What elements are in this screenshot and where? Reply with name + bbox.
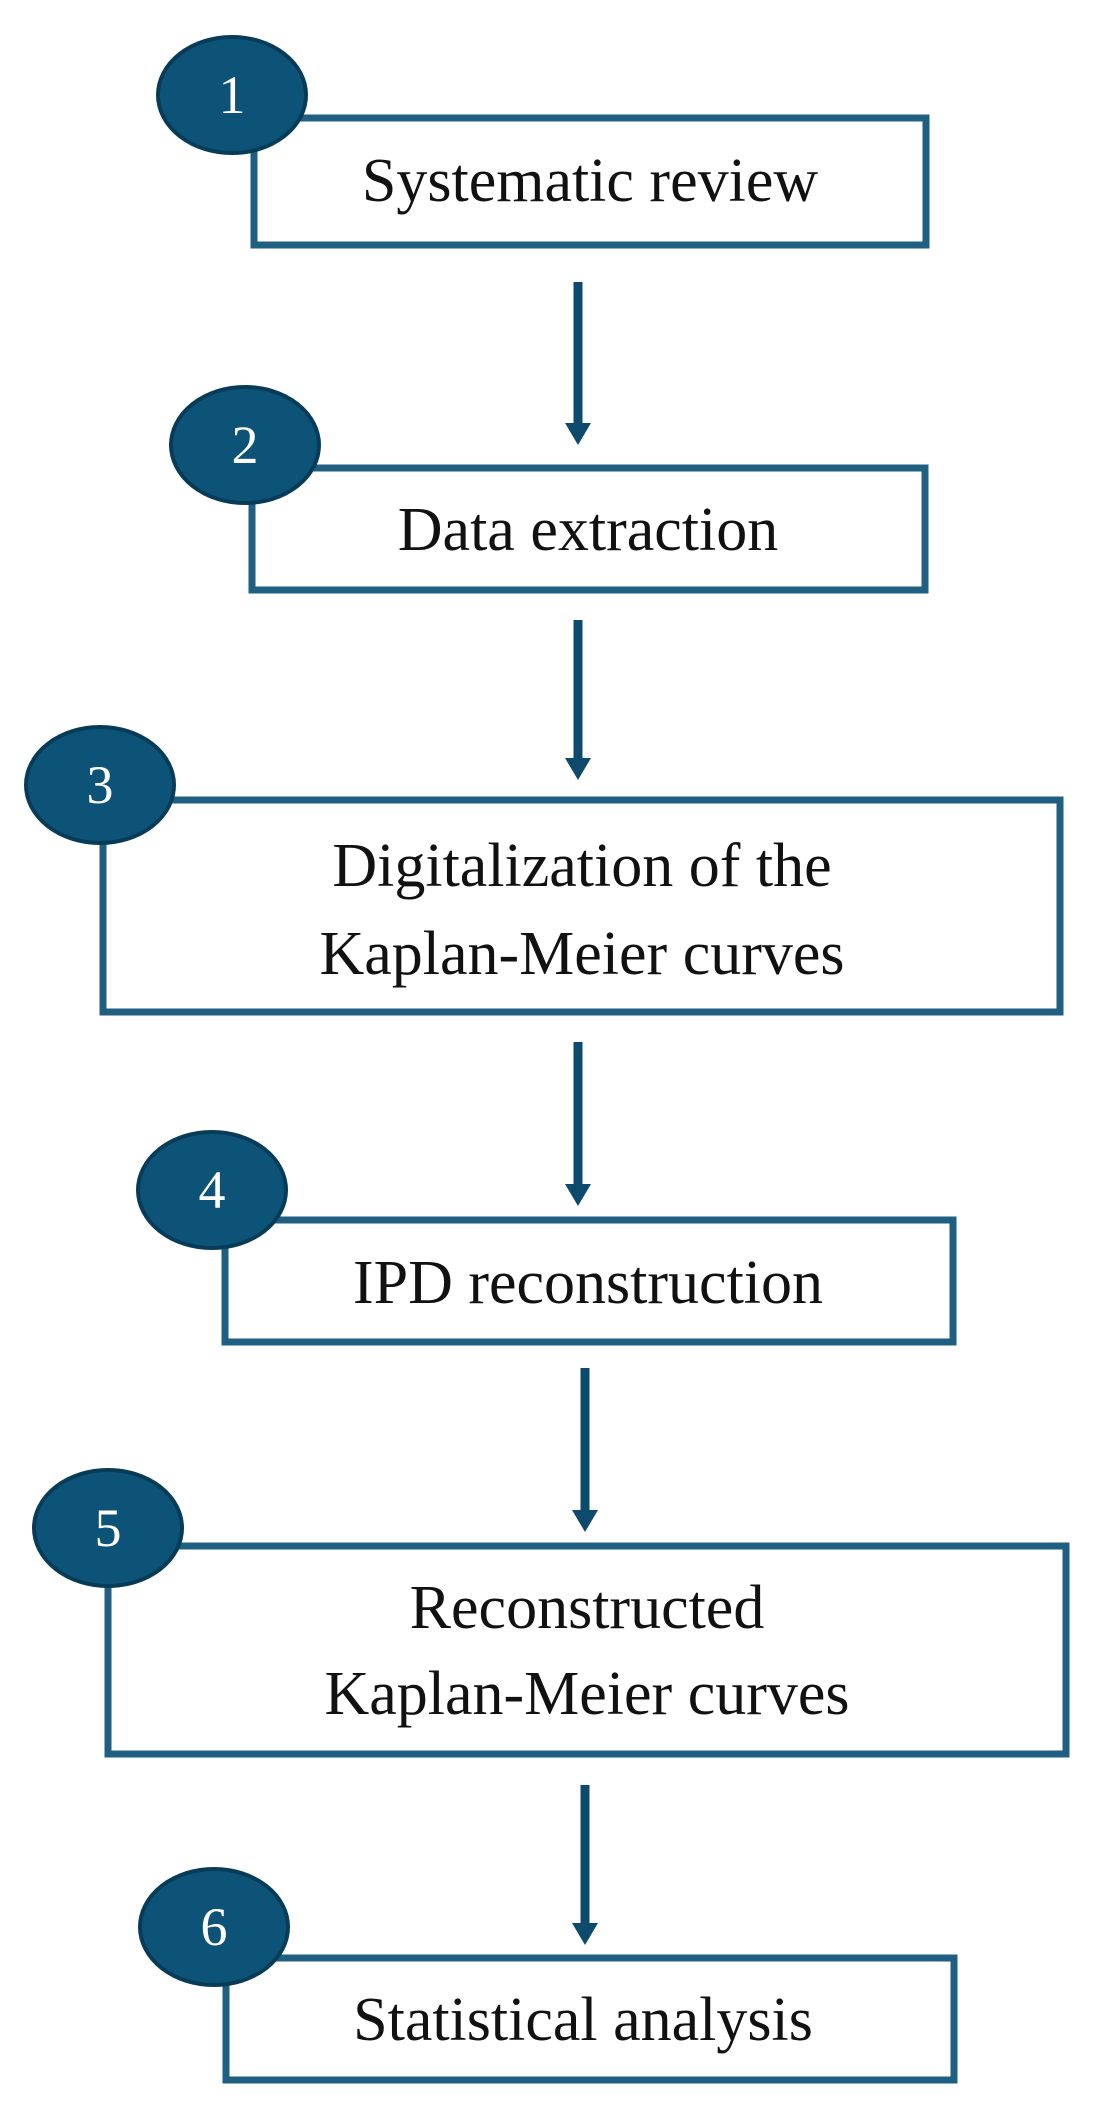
arrow-3-to-4 <box>565 1042 591 1206</box>
step-number: 2 <box>232 415 259 475</box>
arrow-4-to-5 <box>572 1368 598 1532</box>
step-badge <box>138 1867 290 1987</box>
step-label: Kaplan-Meier curves <box>319 920 844 988</box>
step-box <box>250 114 930 249</box>
step-label: Digitalization of the <box>332 832 831 900</box>
step-box <box>104 1542 1070 1758</box>
step-2: Data extraction 2 <box>169 385 929 594</box>
step-number: 1 <box>219 65 246 125</box>
step-number: 6 <box>201 1897 228 1957</box>
step-number: 3 <box>87 755 114 815</box>
step-number: 4 <box>199 1160 226 1220</box>
step-label: Kaplan-Meier curves <box>324 1660 849 1728</box>
step-box <box>222 1954 958 2084</box>
step-badge <box>136 1130 288 1250</box>
step-5: Reconstructed Kaplan-Meier curves 5 <box>32 1468 1070 1758</box>
step-badge <box>24 725 176 845</box>
arrow-1-to-2 <box>565 282 591 445</box>
step-label: Systematic review <box>362 147 818 215</box>
step-1: Systematic review 1 <box>156 35 930 249</box>
arrow-2-to-3 <box>565 620 591 780</box>
step-badge <box>156 35 308 155</box>
step-6: Statistical analysis 6 <box>138 1867 958 2084</box>
step-box <box>99 796 1064 1016</box>
step-label: Statistical analysis <box>353 1986 813 2054</box>
step-box <box>221 1216 957 1346</box>
step-box <box>248 464 929 594</box>
step-label: Reconstructed <box>410 1574 765 1642</box>
step-3: Digitalization of the Kaplan-Meier curve… <box>24 725 1064 1016</box>
step-4: IPD reconstruction 4 <box>136 1130 957 1346</box>
arrow-5-to-6 <box>572 1785 598 1945</box>
step-number: 5 <box>95 1498 122 1558</box>
step-badge <box>169 385 321 505</box>
step-label: IPD reconstruction <box>353 1249 823 1317</box>
step-badge <box>32 1468 184 1588</box>
step-label: Data extraction <box>398 496 778 564</box>
